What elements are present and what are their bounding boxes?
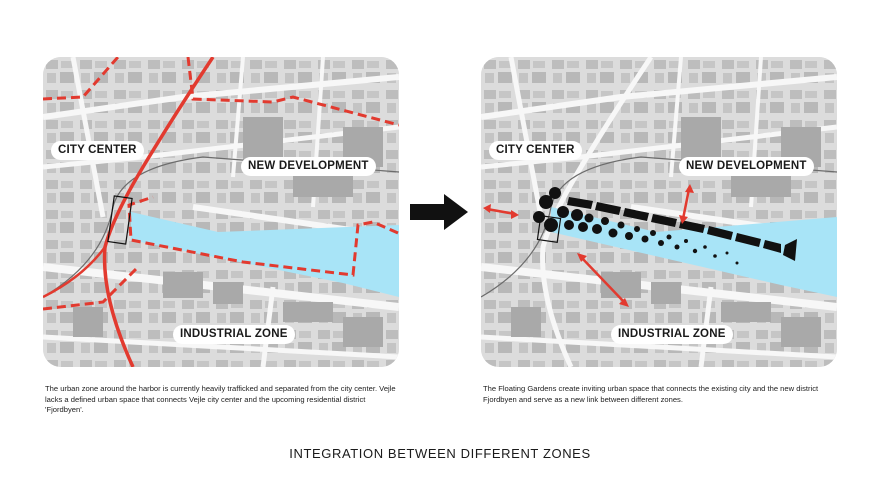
label-new-development: NEW DEVELOPMENT (679, 157, 814, 176)
railway-line (481, 156, 837, 298)
map-current-state: CITY CENTER NEW DEVELOPMENT INDUSTRIAL Z… (43, 57, 399, 367)
diagram-title: INTEGRATION BETWEEN DIFFERENT ZONES (289, 446, 591, 461)
label-city-center: CITY CENTER (489, 141, 582, 160)
main-road (102, 57, 215, 367)
harbor-water (131, 212, 399, 297)
street-network (481, 57, 837, 367)
label-new-development: NEW DEVELOPMENT (241, 157, 376, 176)
map-future-state-drawing (481, 57, 837, 367)
right-arrow-icon (410, 194, 468, 230)
caption-current-state: The urban zone around the harbor is curr… (45, 384, 396, 414)
label-city-center: CITY CENTER (51, 141, 144, 160)
floating-gardens (533, 187, 797, 265)
label-industrial-zone: INDUSTRIAL ZONE (611, 325, 733, 344)
caption-future-state: The Floating Gardens create inviting urb… (483, 384, 819, 404)
double-arrow-icon (483, 184, 694, 307)
map-current-state-drawing (43, 57, 399, 367)
site-outline (536, 215, 562, 243)
map-future-state: CITY CENTER NEW DEVELOPMENT INDUSTRIAL Z… (481, 57, 837, 367)
label-industrial-zone: INDUSTRIAL ZONE (173, 325, 295, 344)
site-outline (107, 195, 133, 245)
zone-boundaries (43, 57, 399, 311)
